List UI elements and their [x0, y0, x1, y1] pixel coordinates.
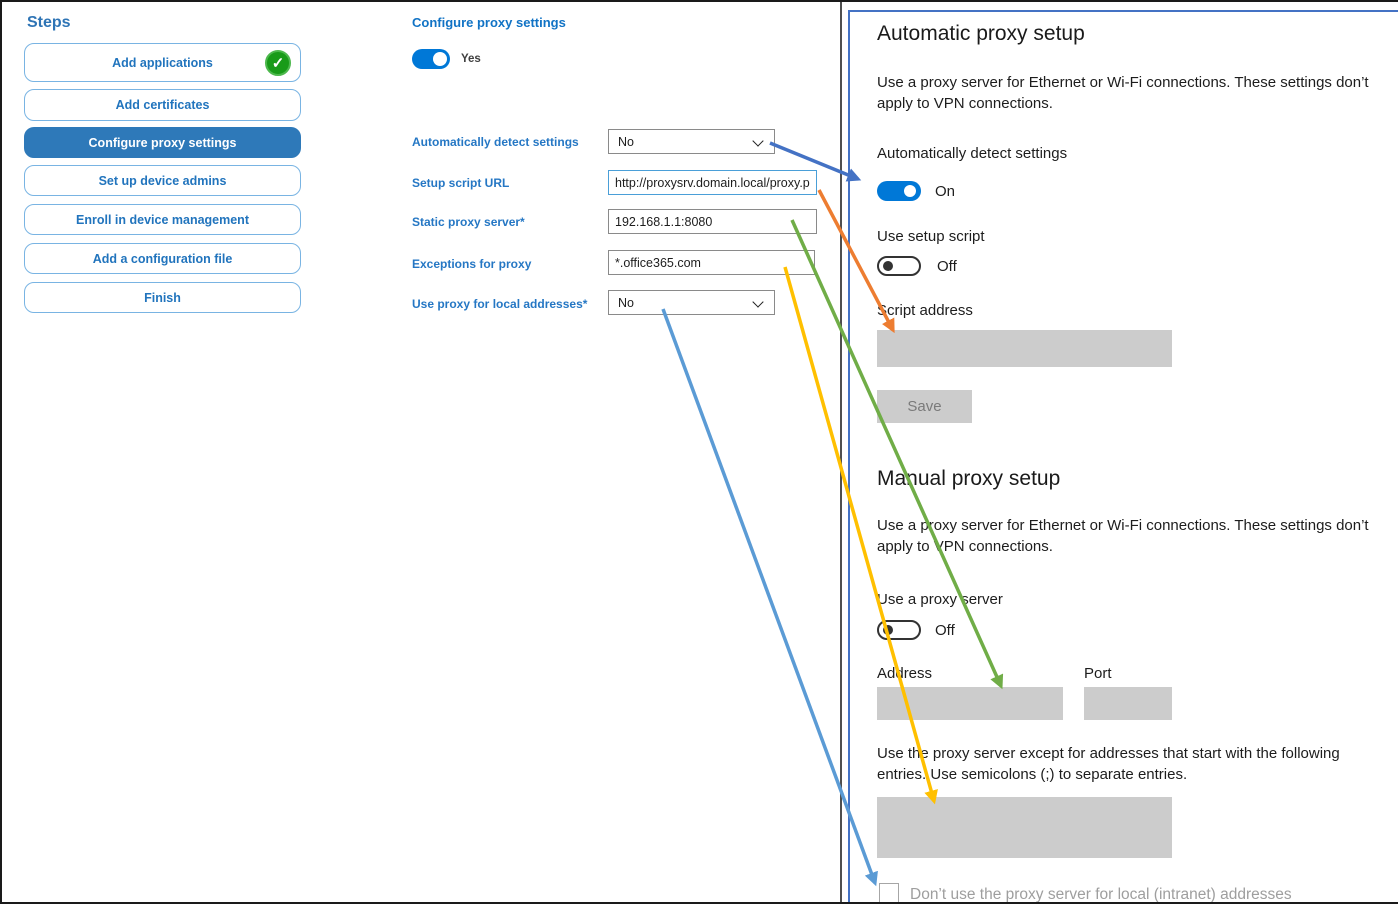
- script-address-label: Script address: [877, 302, 973, 319]
- use-proxy-server-label: Use a proxy server: [877, 591, 1003, 608]
- field-label-use-proxy-local: Use proxy for local addresses*: [412, 297, 588, 311]
- step-label: Add certificates: [115, 98, 210, 112]
- manual-proxy-description: Use a proxy server for Ethernet or Wi-Fi…: [877, 517, 1369, 555]
- step-set-up-device-admins[interactable]: Set up device admins: [24, 165, 301, 196]
- automatically-detect-settings-select[interactable]: No: [608, 129, 775, 154]
- step-add-applications[interactable]: Add applications ✓: [24, 43, 301, 82]
- step-label: Add applications: [112, 55, 213, 70]
- steps-panel-title: Steps: [27, 14, 71, 31]
- form-title: Configure proxy settings: [412, 15, 566, 30]
- automatic-proxy-description: Use a proxy server for Ethernet or Wi-Fi…: [877, 74, 1369, 112]
- vertical-divider: [840, 2, 842, 902]
- configure-proxy-toggle[interactable]: [412, 49, 450, 69]
- step-label: Configure proxy settings: [88, 135, 237, 150]
- bypass-local-checkbox[interactable]: [879, 883, 899, 902]
- step-label: Set up device admins: [98, 173, 227, 188]
- detect-settings-label: Automatically detect settings: [877, 145, 1068, 162]
- step-label: Add a configuration file: [92, 251, 233, 266]
- manual-proxy-setup-heading: Manual proxy setup: [877, 467, 1061, 490]
- toggle-knob: [433, 52, 447, 66]
- toggle-knob: [904, 185, 916, 197]
- field-label-detect-settings: Automatically detect settings: [412, 135, 579, 149]
- select-value: No: [618, 295, 634, 310]
- field-label-setup-script-url: Setup script URL: [412, 176, 510, 190]
- step-configure-proxy-settings[interactable]: Configure proxy settings: [24, 127, 301, 158]
- save-button[interactable]: Save: [877, 390, 972, 423]
- step-enroll-in-device-management[interactable]: Enroll in device management: [24, 204, 301, 235]
- use-proxy-server-toggle[interactable]: [877, 620, 921, 640]
- step-label: Enroll in device management: [76, 212, 249, 227]
- step-add-a-configuration-file[interactable]: Add a configuration file: [24, 243, 301, 274]
- field-label-exceptions-for-proxy: Exceptions for proxy: [412, 257, 532, 271]
- address-input[interactable]: [877, 687, 1063, 720]
- chevron-down-icon: [752, 135, 764, 147]
- detect-settings-toggle[interactable]: [877, 181, 921, 201]
- configure-proxy-toggle-state: Yes: [461, 53, 481, 65]
- static-proxy-server-input[interactable]: [608, 209, 817, 234]
- chevron-down-icon: [752, 296, 764, 308]
- automatic-proxy-setup-heading: Automatic proxy setup: [877, 22, 1085, 45]
- select-value: No: [618, 134, 634, 149]
- port-input[interactable]: [1084, 687, 1172, 720]
- bypass-local-checkbox-label: Don’t use the proxy server for local (in…: [910, 886, 1292, 903]
- step-add-certificates[interactable]: Add certificates: [24, 89, 301, 121]
- exceptions-for-proxy-input[interactable]: [608, 250, 815, 275]
- step-completed-check-icon: ✓: [265, 49, 291, 76]
- use-proxy-for-local-addresses-select[interactable]: No: [608, 290, 775, 315]
- proxy-exceptions-textarea[interactable]: [877, 797, 1172, 858]
- address-label: Address: [877, 665, 933, 682]
- step-finish[interactable]: Finish: [24, 282, 301, 313]
- detect-settings-toggle-state: On: [935, 183, 956, 200]
- script-address-input[interactable]: [877, 330, 1172, 367]
- toggle-knob: [883, 261, 893, 271]
- use-setup-script-toggle[interactable]: [877, 256, 921, 276]
- use-setup-script-label: Use setup script: [877, 228, 985, 245]
- proxy-exceptions-description: Use the proxy server except for addresse…: [877, 745, 1340, 783]
- arrow-local-addresses: [661, 308, 878, 887]
- field-label-static-proxy-server: Static proxy server*: [412, 215, 525, 229]
- use-proxy-server-toggle-state: Off: [935, 622, 955, 639]
- toggle-knob: [883, 625, 893, 635]
- step-label: Finish: [144, 290, 181, 305]
- use-setup-script-toggle-state: Off: [937, 258, 957, 275]
- setup-script-url-input[interactable]: [608, 170, 817, 195]
- port-label: Port: [1084, 665, 1112, 682]
